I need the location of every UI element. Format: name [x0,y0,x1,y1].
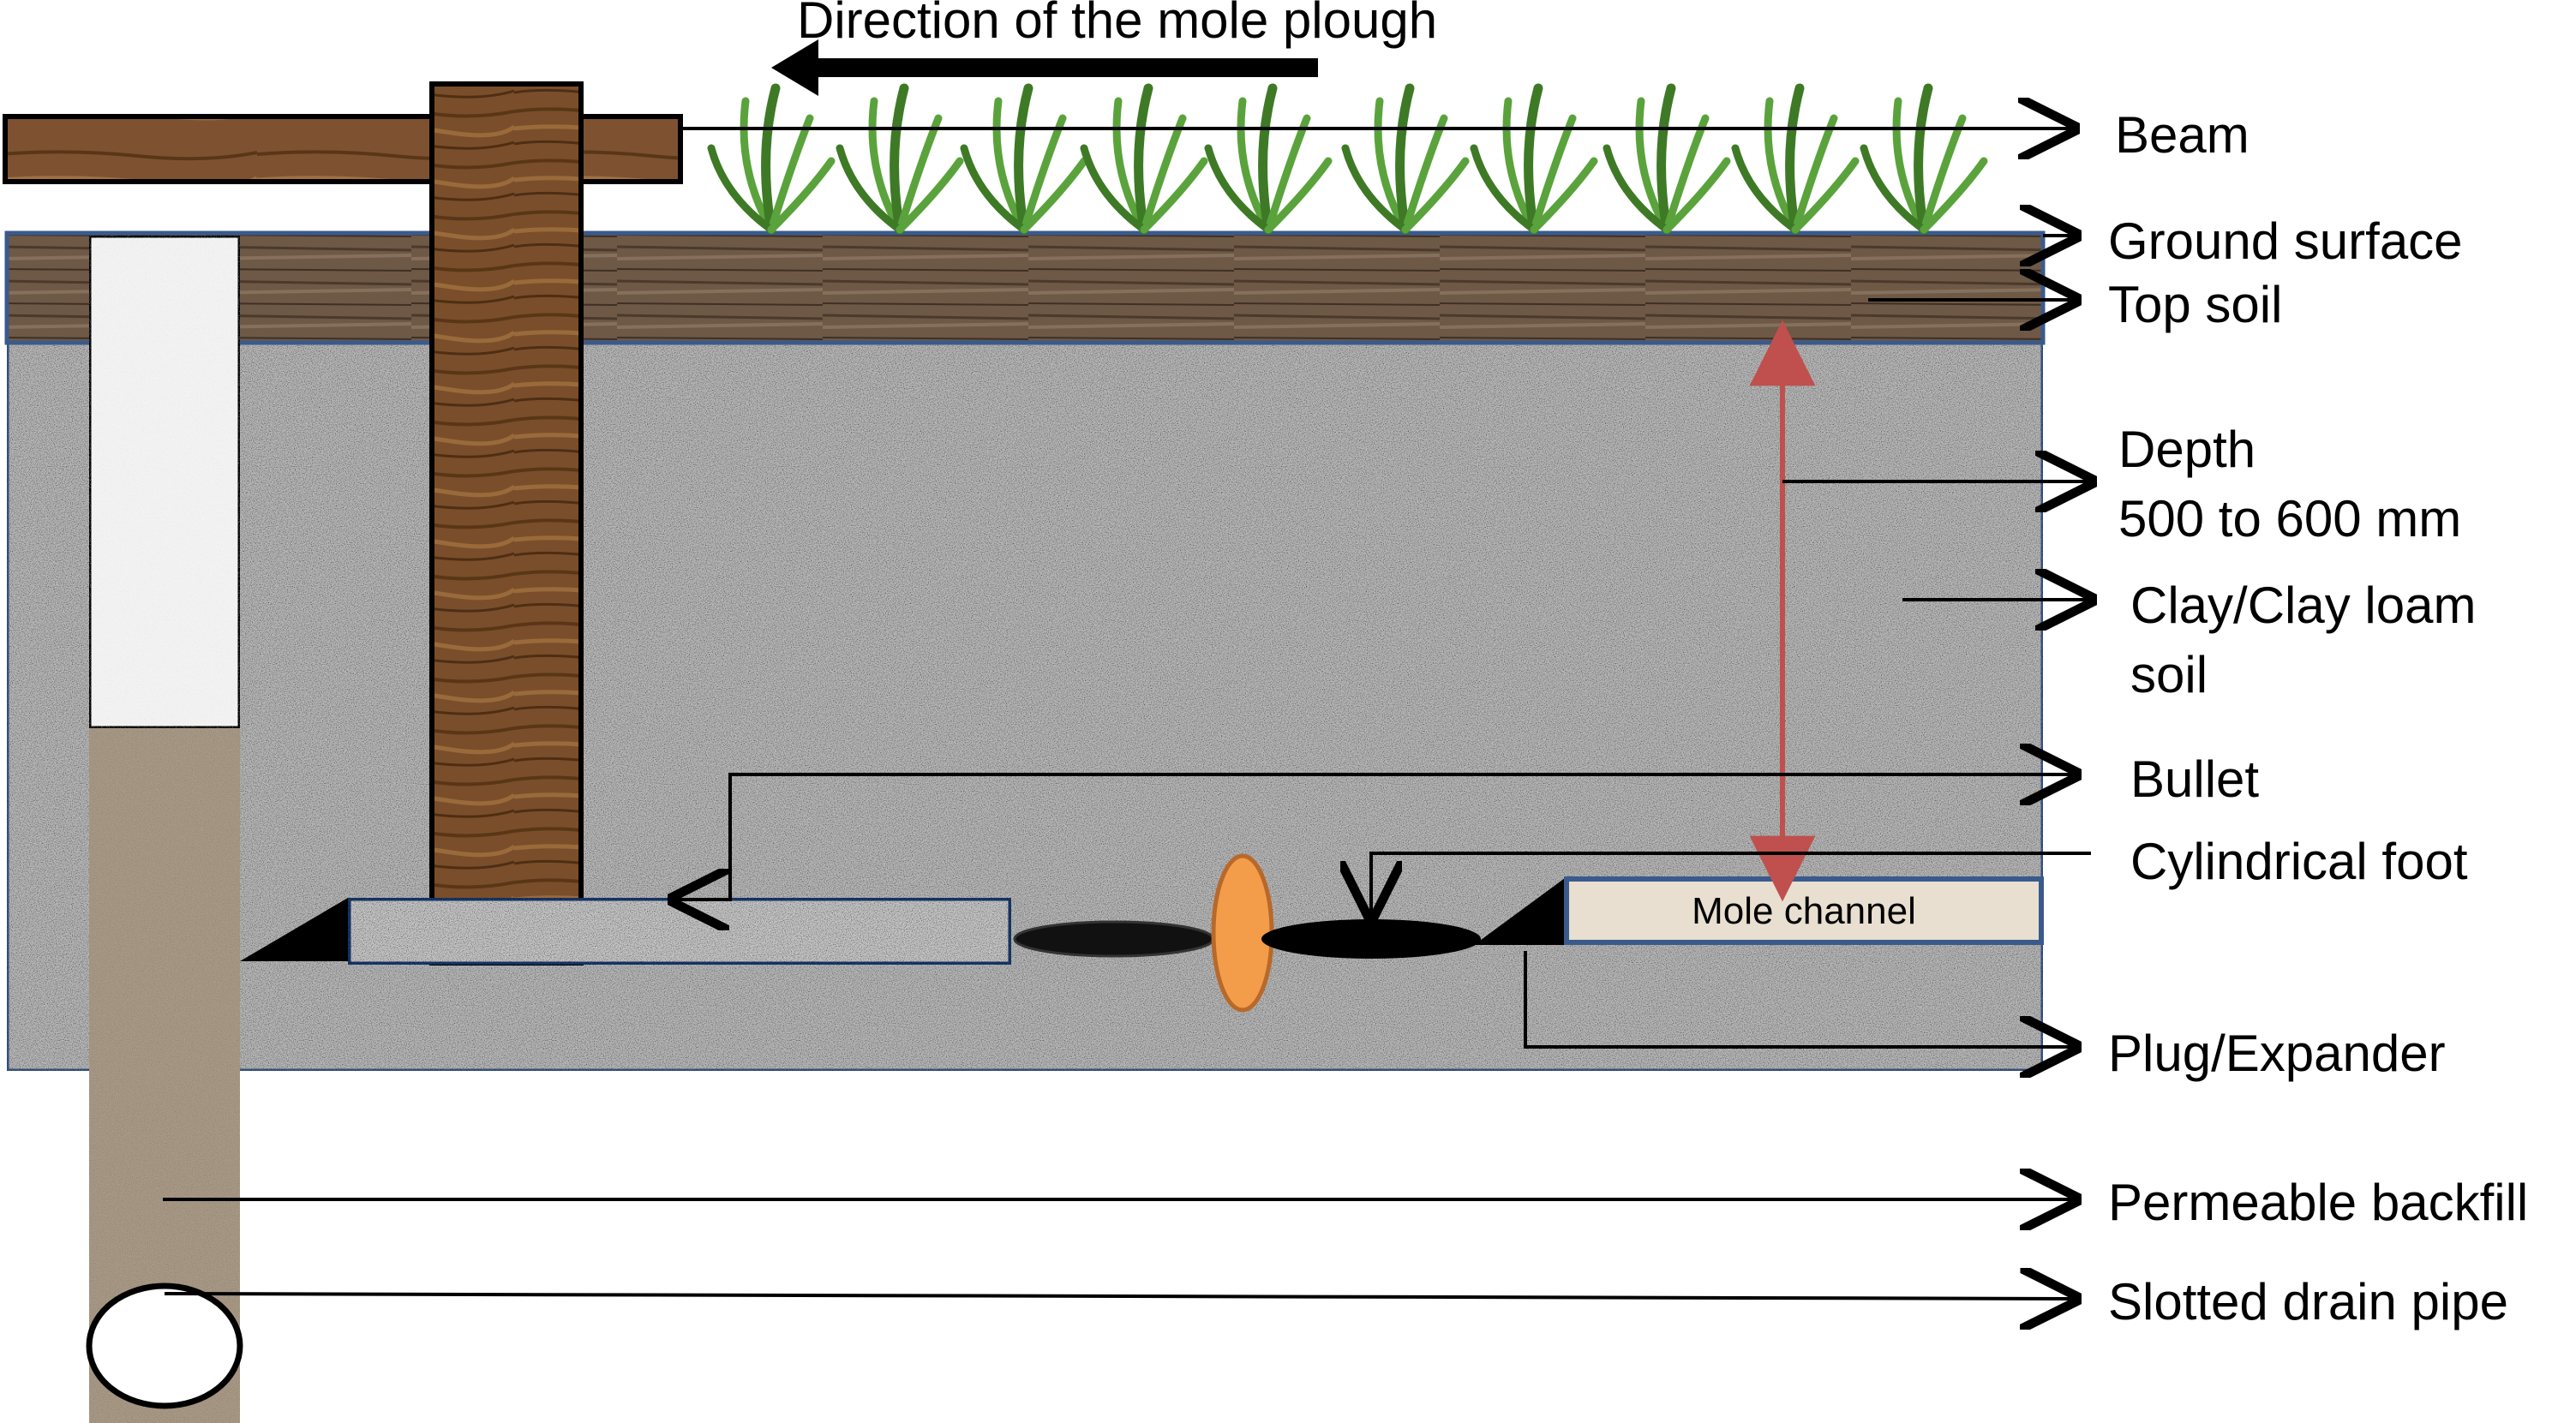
crop-plant [707,83,836,235]
label-slotted-drain-pipe: Slotted drain pipe [2108,1273,2508,1330]
label-bullet: Bullet [2130,750,2259,808]
plug-expander [1211,853,1274,1013]
cylindrical-foot-housing [344,894,1015,968]
crop-plant [836,83,964,235]
label-beam: Beam [2115,106,2250,164]
direction-title: Direction of the mole plough [797,0,1437,49]
direction-arrow [771,39,1318,96]
crop-plant [960,83,1088,235]
label-top-soil: Top soil [2108,276,2282,333]
label-depth-range: 500 to 600 mm [2118,490,2461,547]
crop-plant [1731,83,1860,235]
top-soil-layer [4,230,2046,345]
crop-plant [1204,83,1333,235]
mole-channel-label: Mole channel [1692,890,1916,932]
bullet [1013,920,1215,958]
channel-wedge [1474,878,1565,945]
label-clay: Clay/Clay loam [2130,577,2476,634]
label-permeable-backfill: Permeable backfill [2108,1174,2528,1231]
label-ground-surface: Ground surface [2108,212,2463,270]
crop-plant [1860,83,1988,235]
white-backfill-column [87,233,243,731]
clay-soil-layer [4,338,2046,1073]
label-depth: Depth [2118,421,2255,478]
plough-shank [429,81,584,966]
crop-plant [1080,83,1208,235]
leader-lines [163,129,2091,1299]
foot-tip-wedge [240,898,348,961]
slotted-drain-pipe [86,1282,243,1409]
crop-plant [1470,83,1598,235]
crop-plant [1603,83,1731,235]
cylindrical-foot [1261,919,1481,959]
label-cylindrical-foot: Cylindrical foot [2130,833,2468,890]
crop-plant [1341,83,1470,235]
crop-row [707,83,1988,235]
label-clay-soil: soil [2130,646,2208,703]
label-plug-expander: Plug/Expander [2108,1025,2446,1082]
